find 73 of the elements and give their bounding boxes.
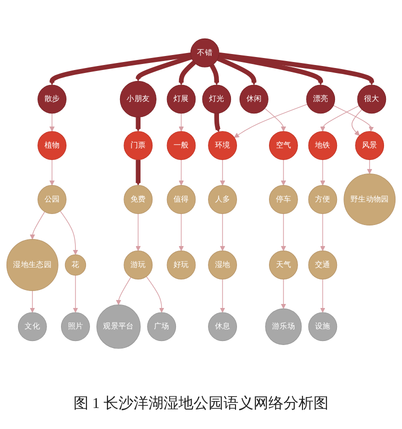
word-circle [208, 185, 237, 214]
word-circle [308, 250, 338, 280]
arrow [49, 160, 55, 186]
word-circle [120, 81, 156, 118]
word-circle [166, 185, 196, 214]
arrow [72, 275, 78, 314]
word-circle [357, 85, 386, 114]
arrow [220, 160, 226, 186]
arrow [49, 52, 192, 86]
word-circle [269, 131, 298, 160]
arrow [320, 160, 326, 186]
word-circle [61, 312, 90, 342]
word-circle [190, 38, 220, 68]
word-circle [38, 131, 66, 160]
word-circle [38, 85, 66, 114]
word-circle [38, 185, 66, 214]
word-circle [308, 312, 338, 342]
arrow [116, 277, 132, 306]
word-circle [344, 174, 396, 226]
arrow [30, 290, 35, 314]
word-circle [269, 250, 298, 280]
arrow [178, 113, 184, 132]
word-circle [208, 250, 237, 280]
word-circle [269, 185, 298, 214]
word-circle [355, 131, 384, 160]
word-circle [124, 185, 153, 214]
word-circle [124, 250, 153, 280]
word-circle [166, 131, 196, 160]
arrow [49, 113, 55, 132]
arrow [136, 116, 141, 132]
arrow [320, 106, 360, 132]
word-circle [265, 308, 302, 346]
word-circle [147, 312, 176, 342]
arrow [218, 52, 374, 86]
arrow [352, 110, 362, 136]
word-circle [240, 85, 268, 114]
arrow [178, 61, 196, 86]
arrow [280, 214, 286, 252]
arrow [332, 106, 374, 132]
arrow [320, 279, 326, 314]
arrow [178, 214, 184, 252]
arrow [220, 279, 226, 314]
arrow [280, 160, 286, 186]
arrow [60, 211, 78, 256]
arrow [136, 55, 192, 82]
word-circle [202, 85, 232, 114]
word-circle [64, 254, 86, 276]
arrow [220, 214, 226, 252]
word-circle [208, 312, 237, 342]
arrow [136, 214, 141, 252]
arrow [280, 279, 286, 310]
arrow [210, 64, 220, 86]
word-circle [166, 250, 196, 280]
arrow [367, 160, 372, 174]
word-circle [96, 304, 141, 350]
word-circle [124, 131, 153, 160]
word-circle [6, 239, 58, 292]
arrow [320, 214, 326, 252]
figure-caption: 图 1 长沙洋湖湿地公园语义网络分析图 [74, 394, 328, 413]
arrow [214, 113, 220, 132]
word-circle [306, 85, 336, 114]
arrow [178, 160, 184, 186]
word-circle [208, 131, 237, 160]
word-circle [308, 131, 338, 160]
word-circle [166, 85, 196, 114]
arrow [136, 158, 141, 186]
arrow [216, 56, 257, 86]
arrow [30, 212, 46, 240]
word-circle [308, 185, 338, 214]
word-circle [18, 312, 47, 342]
arrow [234, 104, 308, 138]
arrow [146, 276, 164, 314]
arrow [264, 108, 286, 132]
